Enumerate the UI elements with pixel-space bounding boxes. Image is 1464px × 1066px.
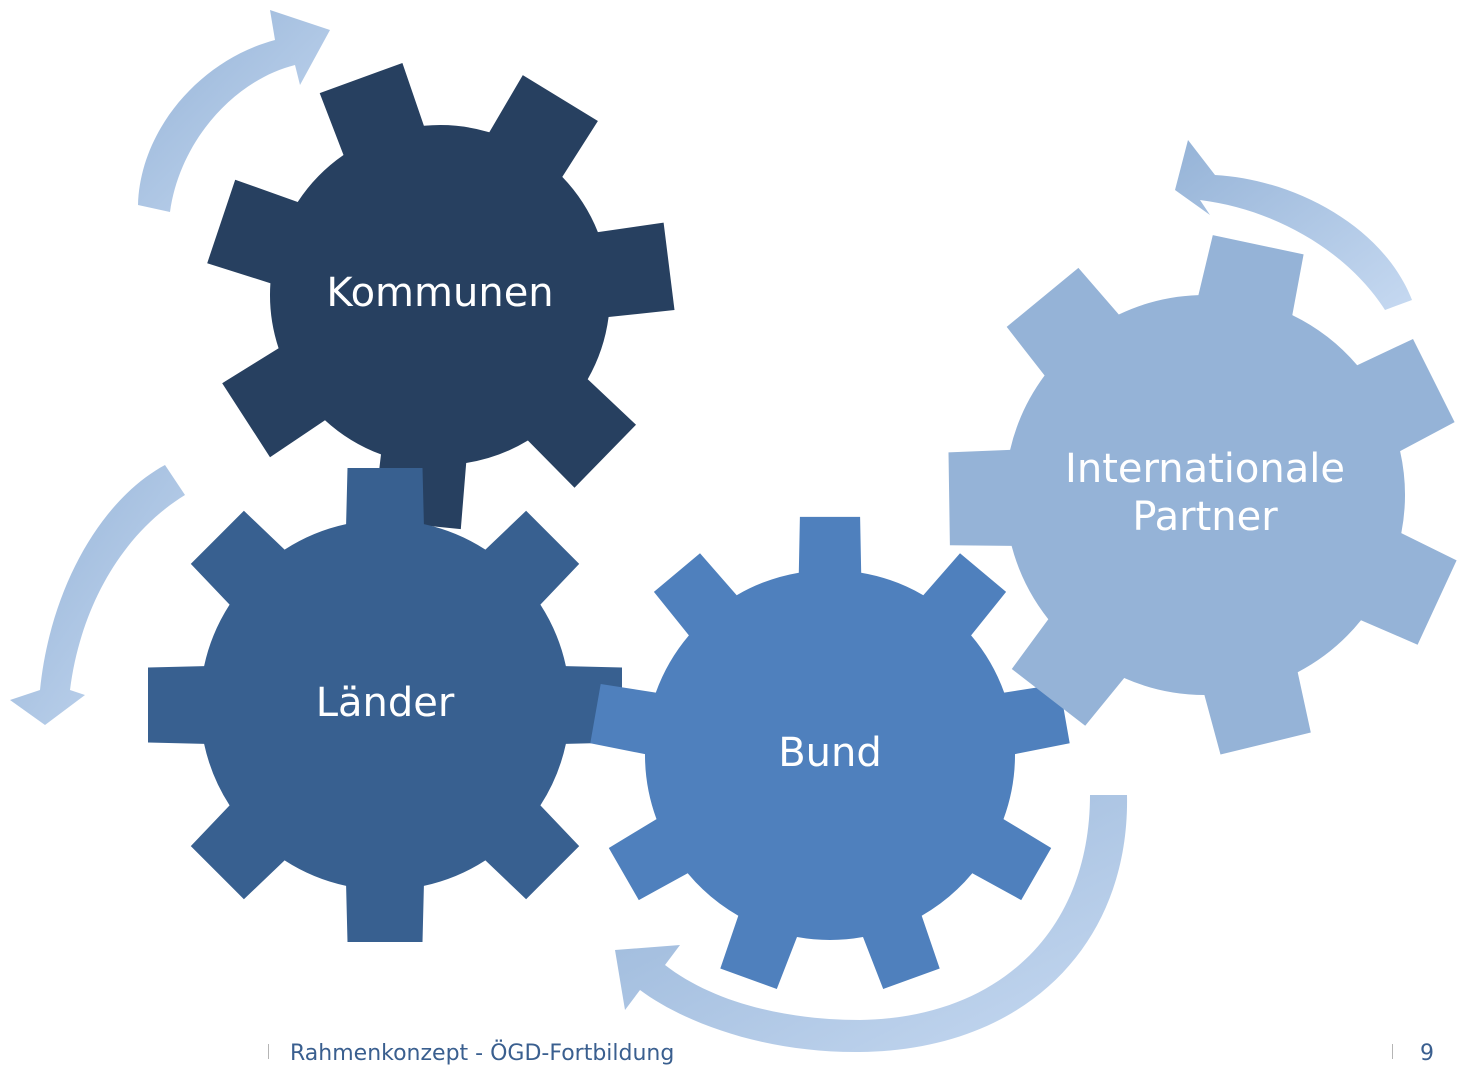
gear-label-laender: Länder — [316, 680, 455, 726]
gear-label-line: Länder — [316, 680, 455, 726]
gear-shape-laender — [148, 468, 622, 942]
arrow-left — [10, 465, 185, 725]
gear-label-kommunen: Kommunen — [326, 270, 553, 316]
gear-shape-kommunen — [207, 63, 675, 530]
gear-shape-bund — [590, 516, 1070, 989]
footer-divider-left — [268, 1044, 269, 1059]
arrow-right — [1175, 140, 1412, 310]
gear-label-line: Bund — [778, 730, 882, 776]
gear-bund: Bund — [590, 516, 1070, 989]
footer-divider-right — [1392, 1044, 1393, 1059]
gear-kommunen: Kommunen — [207, 63, 675, 530]
arrow-top-left — [138, 10, 330, 212]
gear-laender: Länder — [148, 468, 622, 942]
gear-shape-internationale-partner — [948, 235, 1457, 755]
arrow-bottom — [615, 795, 1128, 1053]
cycle-arrows — [10, 10, 1412, 1053]
page-number: 9 — [1420, 1041, 1434, 1066]
gear-label-bund: Bund — [778, 730, 882, 776]
gear-label-line: Internationale — [1065, 446, 1345, 492]
gear-label-line: Kommunen — [326, 270, 553, 316]
footer-title: Rahmenkonzept - ÖGD-Fortbildung — [290, 1041, 675, 1066]
gear-label-line: Partner — [1132, 494, 1278, 540]
